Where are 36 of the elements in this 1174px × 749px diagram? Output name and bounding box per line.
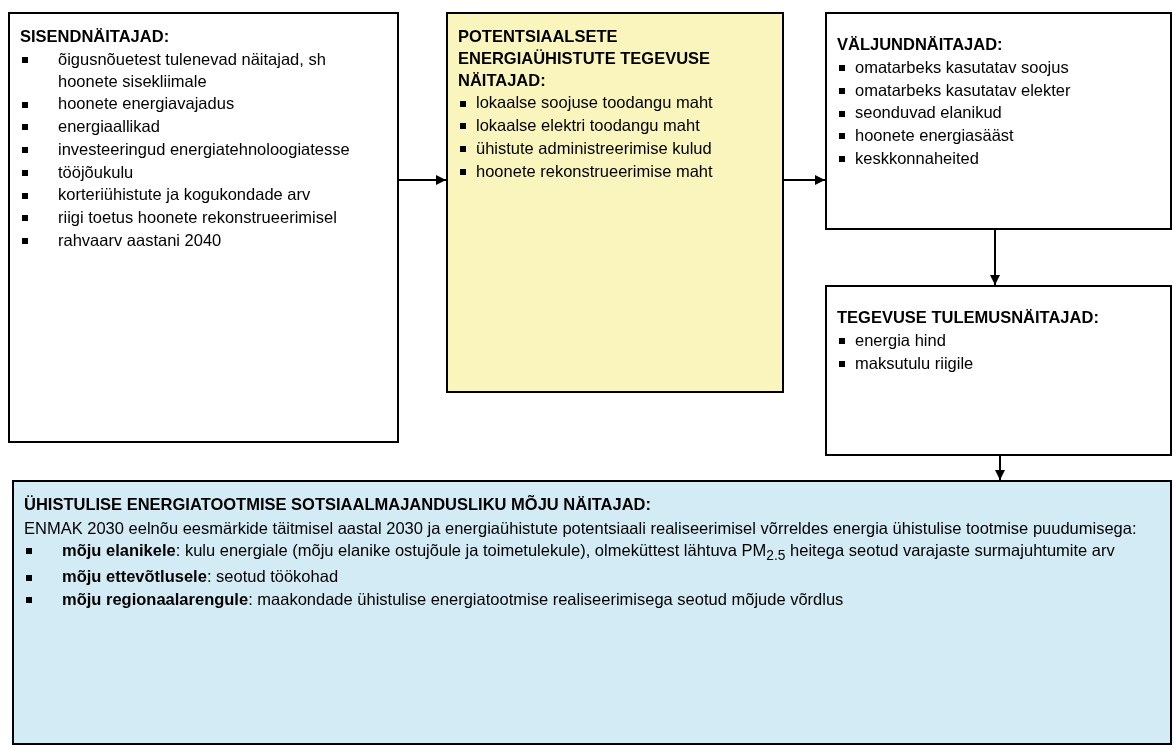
box-heading: SISENDNÄITAJAD:: [20, 26, 171, 47]
list-item-text: investeeringud energiatehnoloogiatesse: [58, 138, 351, 160]
text-box: [825, 12, 1172, 230]
box-heading: VÄLJUNDNÄITAJAD:: [837, 34, 1004, 55]
list-item-text: maksutulu riigile: [855, 352, 975, 374]
arrow: [990, 229, 1000, 286]
text-box: [825, 285, 1172, 456]
list-item-text: ühistute administreerimise kulud: [476, 137, 713, 159]
arrow: [995, 455, 1005, 481]
text-box: [12, 480, 1172, 745]
list-item-text: hoonete energiasääst: [855, 125, 1015, 147]
list-item-text: energiaallikad: [58, 116, 161, 138]
box-heading: POTENTSIAALSETE ENERGIAÜHISTUTE TEGEVUSE NÄITAJAD:: [458, 26, 712, 91]
list-item-text: keskkonnaheited: [855, 147, 980, 169]
list-item-text: riigi toetus hoonete rekonstrueerimisel: [58, 207, 338, 229]
list-item-text: hoonete energiavajadus: [58, 93, 236, 115]
list-item-text: lokaalse soojuse toodangu maht: [476, 92, 714, 114]
arrow: [783, 175, 826, 185]
list-item-text: mõju ettevõtlusele: seotud töökohad: [62, 566, 340, 588]
list-item-text: seonduvad elanikud: [855, 102, 1003, 124]
list-item-text: rahvaarv aastani 2040: [58, 229, 223, 251]
list-item-text: hoonete rekonstrueerimise maht: [476, 160, 714, 182]
list-item-text: korteriühistute ja kogukondade arv: [58, 184, 312, 206]
box-heading: ÜHISTULISE ENERGIATOOTMISE SOTSIAALMAJANDUSLIKU MÕJU NÄITAJAD:: [24, 494, 653, 515]
list-item-text: mõju elanikele: kulu energiale (mõju elanike ostujõule ja toimetulekule), olmeküttest lähtuva PM$_{2.5}$ heitega seotud varajaste surmajuhtumite arv: [62, 540, 1116, 566]
arrow: [398, 175, 447, 185]
list-item-text: energia hind: [855, 329, 947, 351]
text-box: [8, 12, 399, 443]
box-heading: TEGEVUSE TULEMUSNÄITAJAD:: [837, 307, 1100, 328]
paragraph: ENMAK 2030 eelnõu eesmärkide täitmisel aastal 2030 ja energiaühistute potentsiaali realiseerimisel võrreldes energia ühistulise tootmise puudumisega:: [24, 517, 1138, 539]
text-box: [446, 12, 784, 393]
list-item-text: omatarbeks kasutatav soojus: [855, 56, 1070, 78]
list-item-text: tööjõukulu: [58, 161, 135, 183]
list-item-text: mõju regionaalarengule: maakondade ühistulise energiatootmise realiseerimisega seotud mõjude võrdlus: [62, 589, 845, 611]
list-item-text: omatarbeks kasutatav elekter: [855, 79, 1072, 101]
list-item-text: lokaalse elektri toodangu maht: [476, 115, 701, 137]
